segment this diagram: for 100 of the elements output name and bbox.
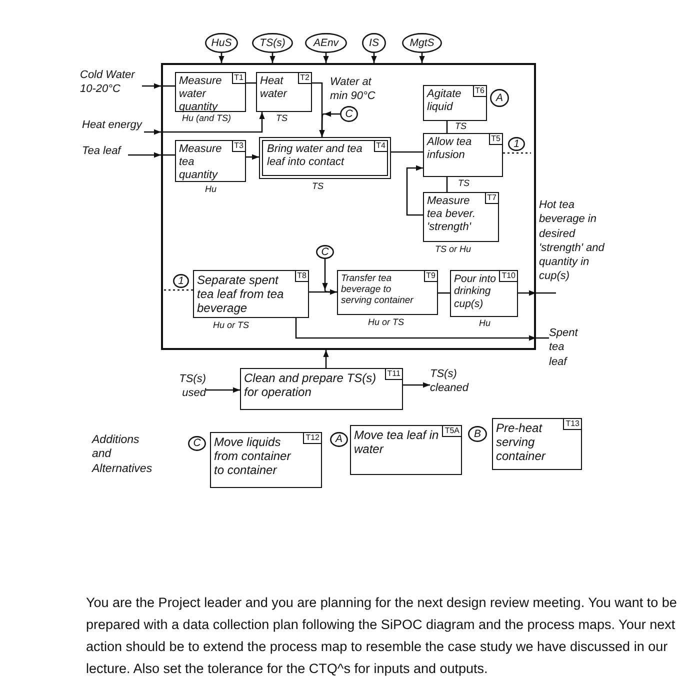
step-number-tag: T11 (384, 369, 402, 380)
arrow (518, 290, 536, 296)
reference-circle (330, 432, 348, 447)
step-number-tag: T13 (563, 419, 581, 430)
reference-circle (173, 274, 189, 288)
measurement-label: Hu or TS (368, 318, 404, 327)
arrow (323, 350, 329, 368)
reference-circle (468, 426, 487, 442)
dotted-line (503, 152, 531, 154)
category-circle (252, 33, 293, 53)
arrow (295, 318, 536, 341)
arrow (403, 382, 430, 388)
step-number-tag: T5 (488, 134, 502, 145)
measurement-label: TS (458, 179, 470, 188)
arrow (161, 112, 265, 133)
measurement-label: Hu or TS (213, 321, 250, 330)
process-box (423, 133, 503, 177)
step-number-tag: T5A (442, 426, 461, 437)
reference-letter: HuS (211, 38, 232, 48)
process-step-label: Separate spent tea leaf from tea beverage (197, 273, 285, 316)
connector-line (161, 85, 175, 87)
section-label: Additions and Alternatives (92, 433, 152, 476)
measurement-label: TS (455, 122, 467, 131)
process-step-label: Pre-heat serving container (496, 421, 547, 464)
reference-letter: C (345, 108, 353, 120)
process-box (175, 140, 246, 182)
reference-letter: A (335, 434, 342, 445)
process-step-label: Heat water (260, 75, 288, 101)
step-number-tag: T2 (298, 73, 311, 84)
arrow (323, 53, 329, 63)
reference-letter: B (474, 428, 481, 440)
arrow (270, 53, 276, 63)
connector-line (391, 151, 423, 153)
process-box (210, 432, 322, 488)
process-step-label: Transfer tea beverage to serving container (341, 273, 414, 307)
arrow (246, 154, 259, 160)
process-box (492, 418, 582, 470)
process-box (350, 425, 462, 475)
dotted-line (164, 289, 193, 291)
arrow (142, 83, 161, 89)
step-number-tag: T9 (424, 271, 437, 282)
reference-circle (316, 245, 334, 259)
reference-letter: A (496, 92, 503, 104)
connector-line (446, 121, 448, 133)
step-number-tag: T4 (374, 141, 387, 152)
connector-line (246, 82, 256, 84)
process-step-label: Measure water quantity (179, 75, 223, 114)
process-box (193, 270, 309, 318)
output-label: Hot tea beverage in desired 'strength' and quantity in cup(s) (539, 198, 613, 293)
process-step-label: Move tea leaf in water (354, 428, 440, 456)
step-number-tag: T10 (499, 271, 517, 282)
measurement-label: Hu (205, 185, 217, 194)
process-box (450, 270, 518, 317)
arrow (206, 387, 240, 393)
arrow (322, 259, 337, 295)
step-number-tag: T7 (484, 193, 498, 204)
arrow (218, 53, 224, 63)
reference-letter: MgtS (410, 38, 434, 48)
step-number-tag: T12 (303, 433, 321, 444)
process-box (240, 368, 403, 410)
process-step-label: Pour into drinking cup(s) (454, 273, 498, 310)
process-step-label: Bring water and tea leaf into contact (267, 143, 364, 169)
reference-circle (490, 89, 509, 107)
reference-letter: C (193, 438, 201, 449)
process-box (423, 192, 499, 242)
process-box (175, 72, 246, 112)
category-circle (402, 33, 442, 53)
reference-letter: AEnv (313, 38, 339, 48)
reference-letter: C (321, 246, 329, 258)
arrow (319, 111, 340, 137)
connector-line (536, 292, 556, 294)
output-label: Spent tea leaf (549, 326, 583, 368)
input-label: Heat energy (82, 118, 144, 132)
connector-line (446, 177, 448, 192)
category-circle (205, 33, 238, 53)
reference-letter: TS(s) (260, 38, 286, 48)
reference-circle (508, 137, 525, 151)
arrow (371, 53, 377, 63)
measurement-label: TS or Hu (435, 245, 472, 254)
process-box (337, 270, 438, 315)
connector-line (161, 154, 175, 156)
step-number-tag: T1 (232, 73, 245, 84)
reference-letter: IS (369, 38, 379, 48)
process-step-label: Clean and prepare TS(s) for operation (244, 371, 378, 400)
measurement-label: Hu (479, 319, 491, 328)
step-number-tag: T8 (294, 271, 308, 282)
arrow (144, 129, 161, 135)
reference-letter: 1 (514, 138, 520, 150)
arrow (406, 165, 423, 216)
measurement-label: TS (276, 114, 288, 123)
process-box (259, 137, 391, 179)
measurement-label: Hu (and TS) (182, 114, 232, 123)
step-number-tag: T6 (472, 86, 486, 97)
arrow (128, 152, 161, 158)
category-circle (305, 33, 347, 53)
connector-line (536, 337, 549, 339)
category-circle (362, 33, 386, 53)
process-step-label: Measure tea bever. 'strength' (427, 195, 477, 234)
input-label: Tea leaf (82, 144, 128, 158)
arrow (419, 53, 425, 63)
